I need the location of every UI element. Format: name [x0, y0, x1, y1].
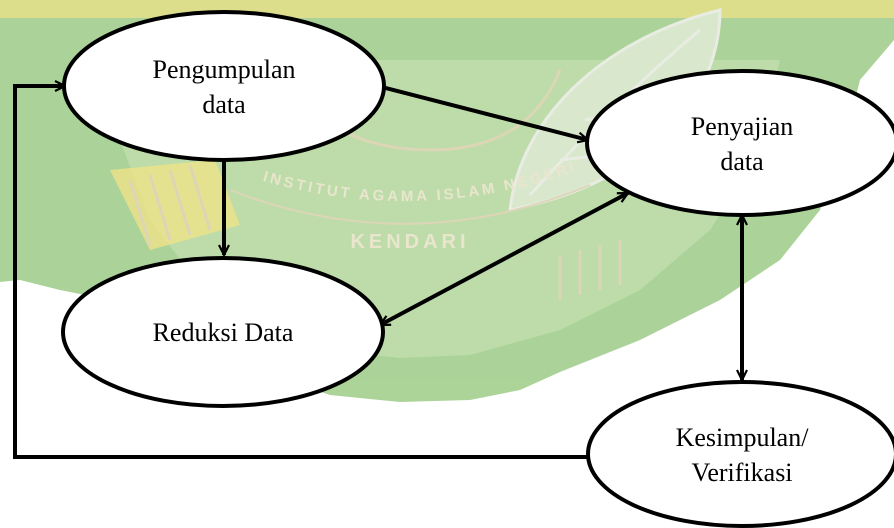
node-kesimpulan-line2: Verifikasi — [691, 458, 792, 487]
node-penyajian-data: Penyajian data — [585, 69, 894, 217]
node-pengumpulan-line2: data — [202, 90, 246, 119]
node-pengumpulan-data: Pengumpulan data — [62, 10, 386, 162]
watermark-yellow-ribbon — [110, 160, 240, 250]
node-kesimpulan-line1: Kesimpulan/ — [676, 423, 810, 452]
node-pengumpulan-line1: Pengumpulan — [153, 55, 296, 84]
arrow-pengumpulan-to-penyajian — [377, 84, 588, 140]
node-kesimpulan-verifikasi: Kesimpulan/ Verifikasi — [586, 380, 894, 528]
node-pengumpulan-ellipse — [62, 10, 386, 162]
arrow-reduksi-penyajian — [380, 191, 628, 327]
node-reduksi-label: Reduksi Data — [153, 318, 294, 347]
node-penyajian-line2: data — [720, 147, 764, 176]
node-kesimpulan-ellipse — [586, 380, 894, 528]
watermark-city: KENDARI — [350, 231, 469, 253]
connectors — [13, 84, 742, 459]
node-penyajian-ellipse — [585, 69, 894, 217]
node-reduksi-ellipse — [61, 256, 385, 408]
watermark-yellow-bar — [0, 0, 894, 18]
arrow-kesimpulan-feedback — [13, 86, 590, 459]
node-penyajian-line1: Penyajian — [691, 112, 794, 141]
node-reduksi-data: Reduksi Data — [61, 256, 385, 408]
